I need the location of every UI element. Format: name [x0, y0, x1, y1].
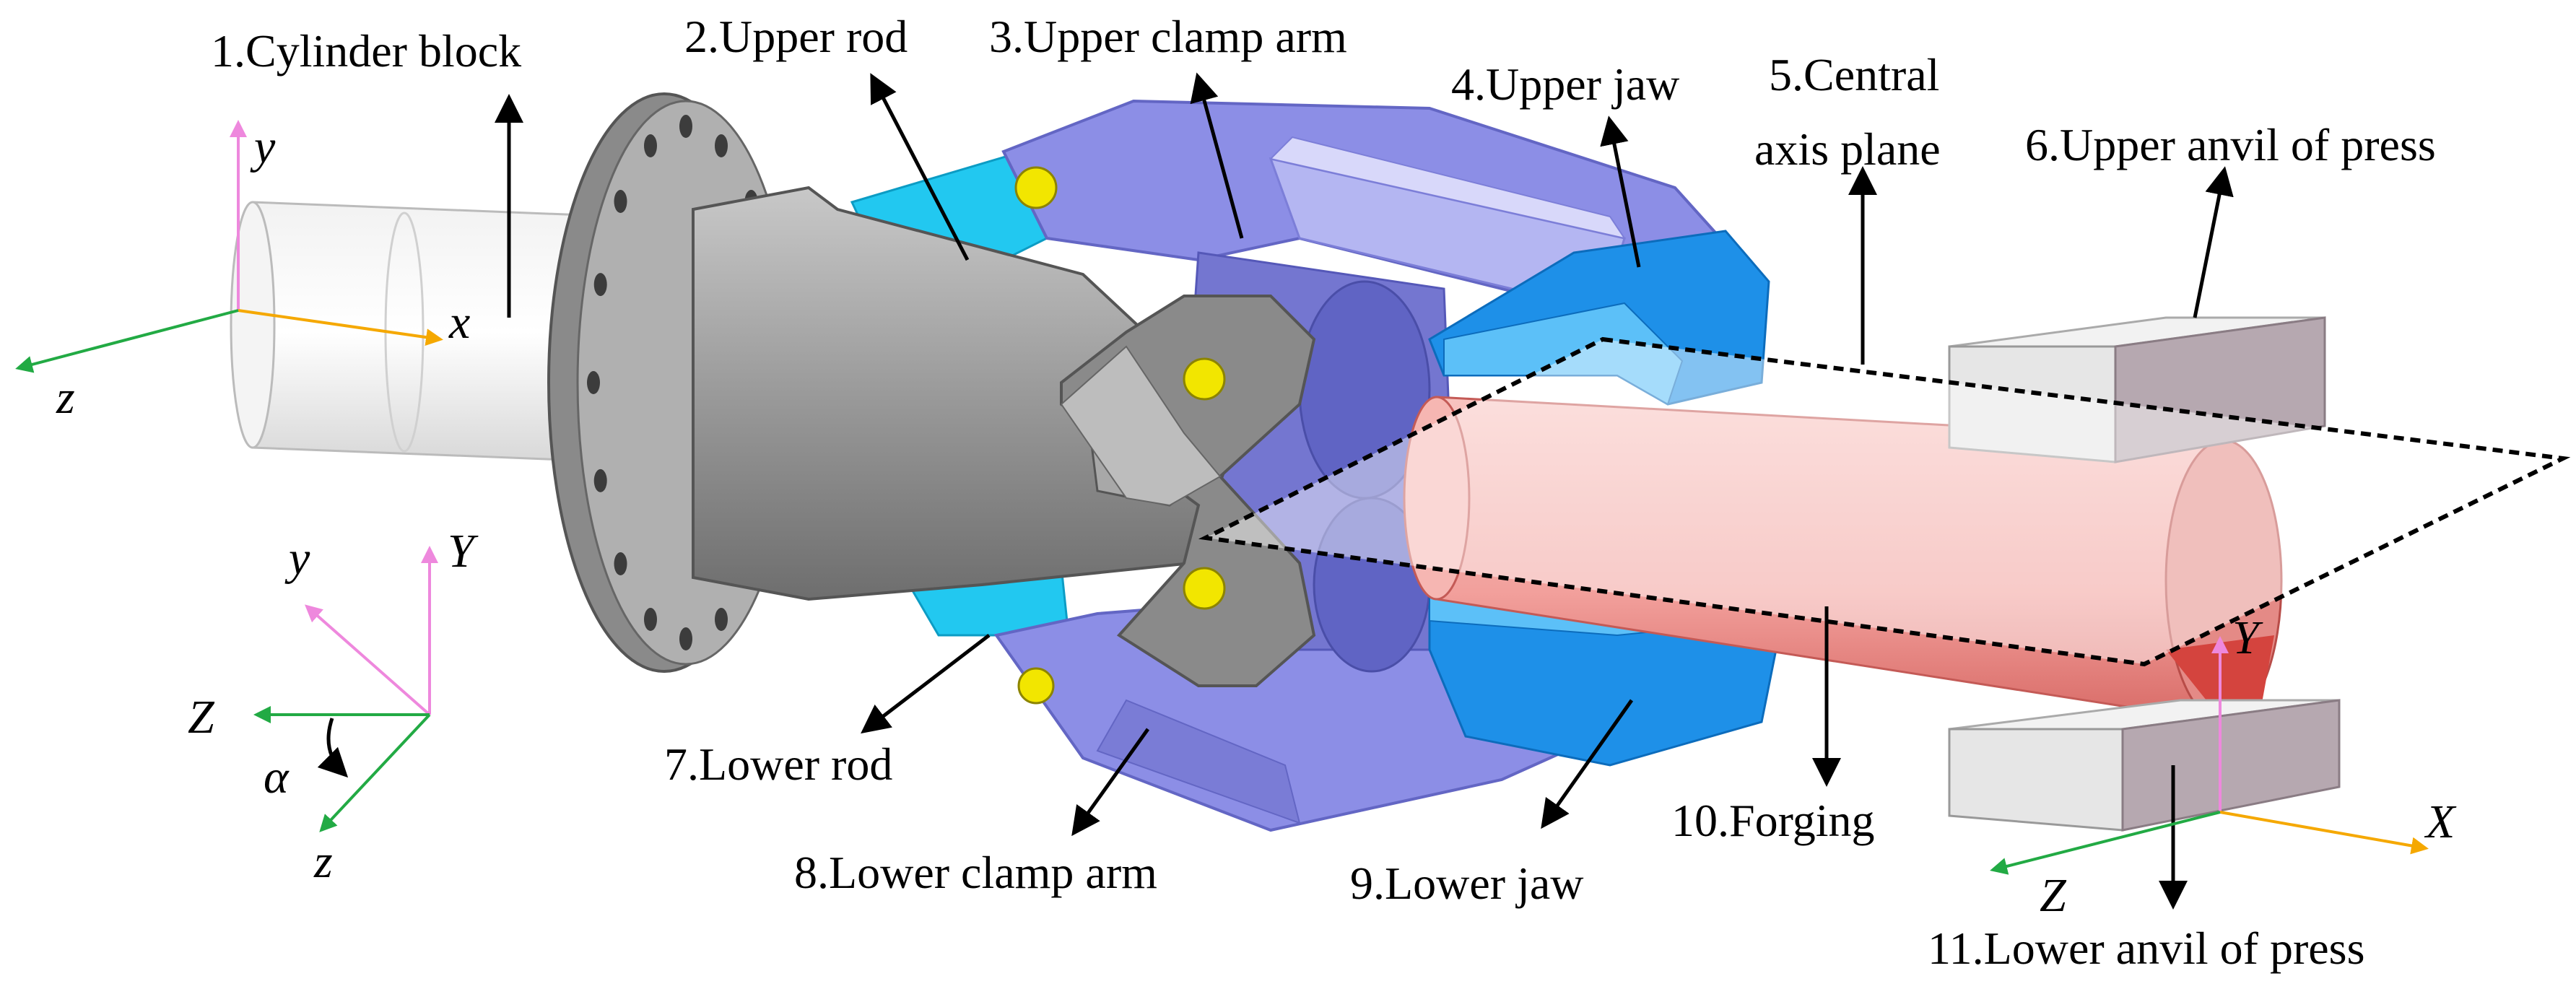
axis-label-z-mid: z [313, 835, 333, 888]
pin-markers [1014, 166, 1226, 705]
label-central-axis-plane-2: axis plane [1754, 123, 1941, 175]
label-lower-clamp-arm: 8.Lower clamp arm [794, 847, 1157, 898]
arrow-upper-anvil [2193, 166, 2234, 318]
central-axis-plane [1198, 336, 2571, 667]
axis-label-Y-mid: Y [448, 525, 479, 578]
arrow-lower-clamp-arm [1071, 728, 1150, 837]
flange-bolt-hole [679, 115, 692, 138]
flange-bolt-hole [644, 608, 657, 631]
label-upper-jaw: 4.Upper jaw [1451, 58, 1679, 110]
axis-label-y-mid: y [284, 532, 310, 585]
label-upper-rod: 2.Upper rod [684, 11, 908, 62]
flange-bolt-hole [715, 608, 728, 631]
axis-label-z-top: z [56, 371, 75, 424]
flange-bolt-hole [679, 627, 692, 650]
label-upper-anvil: 6.Upper anvil of press [2025, 119, 2436, 170]
label-upper-clamp-arm: 3.Upper clamp arm [989, 11, 1347, 62]
arrow-lower-jaw [1541, 699, 1634, 829]
label-lower-rod: 7.Lower rod [664, 739, 892, 790]
label-lower-anvil: 11.Lower anvil of press [1928, 923, 2364, 974]
axis-label-Z-press: Z [2040, 869, 2067, 922]
label-central-axis-plane-1: 5.Central [1769, 49, 1939, 100]
axis-label-alpha: α [264, 751, 290, 803]
label-cylinder-block: 1.Cylinder block [211, 25, 521, 77]
flange-bolt-hole [593, 273, 607, 297]
axis-label-y-top: y [250, 121, 276, 173]
axes-local-top [15, 120, 443, 373]
upper-anvil-shape [1948, 316, 2326, 463]
flange-bolt-hole [593, 469, 607, 492]
axis-label-Z-mid: Z [188, 691, 215, 744]
arrow-upper-jaw [1600, 116, 1641, 268]
arrow-lower-rod [861, 634, 991, 734]
axis-label-X-press: X [2424, 796, 2457, 848]
label-lower-jaw: 9.Lower jaw [1350, 858, 1583, 909]
axes-press [1990, 636, 2429, 875]
arrow-upper-rod [870, 73, 970, 261]
flange-bolt-hole [587, 371, 600, 394]
lower-anvil-shape [1948, 699, 2341, 832]
axis-label-x-top: x [448, 296, 470, 349]
flange-bolt-hole [614, 190, 627, 213]
flange-bolt-hole [644, 134, 657, 157]
axis-label-Y-press: Y [2232, 611, 2263, 664]
leader-arrows [495, 72, 2234, 910]
arrow-upper-clamp-arm [1190, 72, 1244, 239]
axes-mid [253, 546, 438, 832]
label-forging: 10.Forging [1671, 795, 1875, 846]
flange-bolt-hole [614, 552, 627, 575]
flange-bolt-hole [715, 134, 728, 157]
